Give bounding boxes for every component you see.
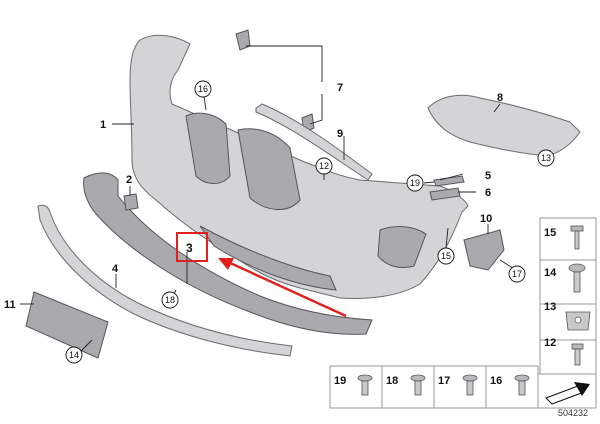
svg-text:12: 12: [319, 161, 329, 171]
trim-strip-part: [37, 204, 293, 357]
fastener-18-icon: [410, 374, 426, 396]
circled-callout-18: 18: [161, 291, 179, 309]
panel-label-13: 13: [544, 301, 556, 313]
circled-callout-16: 16: [194, 80, 212, 98]
panel-label-14: 14: [544, 267, 557, 279]
kidney-grille-right: [237, 128, 301, 210]
callout-6: 6: [485, 187, 491, 199]
svg-text:16: 16: [198, 84, 208, 94]
panel-label-15: 15: [544, 227, 556, 239]
callout-10: 10: [480, 213, 492, 225]
fastener-16-icon: [514, 374, 530, 396]
circled-callout-13: 13: [537, 149, 555, 167]
panel-label-18: 18: [386, 375, 398, 387]
carrier-part: [427, 94, 581, 157]
svg-text:18: 18: [165, 295, 175, 305]
circled-callout-15: 15: [437, 247, 455, 265]
panel-cell-19: [329, 365, 383, 409]
clip-2-part: [123, 193, 139, 211]
kidney-grille-left: [185, 112, 231, 184]
fastener-17-icon: [462, 374, 478, 396]
svg-text:19: 19: [410, 178, 420, 188]
panel-label-16: 16: [490, 375, 502, 387]
svg-text:14: 14: [69, 350, 79, 360]
screw-14-icon: [568, 263, 586, 293]
callout-7: 7: [337, 82, 343, 94]
view-arrow-icon: [545, 382, 590, 405]
circled-callout-14: 14: [65, 346, 83, 364]
red-arrow-shaft: [227, 260, 347, 318]
panel-cell-16: [485, 365, 539, 409]
callout-8: 8: [497, 92, 503, 104]
bracket-top-part: [235, 29, 251, 51]
callout-1: 1: [100, 119, 106, 131]
panel-cell-15: [539, 217, 597, 261]
callout-2: 2: [126, 174, 132, 186]
circled-callout-19: 19: [406, 174, 424, 192]
panel-label-12: 12: [544, 337, 556, 349]
callout-3: 3: [186, 241, 193, 255]
panel-cell-17: [433, 365, 487, 409]
callout-9: 9: [337, 128, 343, 140]
circled-callout-12: 12: [315, 157, 333, 175]
fastener-panel-bottom: 19 18 17 16: [329, 365, 597, 409]
svg-text:13: 13: [541, 153, 551, 163]
fastener-19-icon: [357, 374, 373, 396]
corner-vent: [377, 226, 427, 269]
callout-11: 11: [4, 299, 16, 311]
license-plate-holder-part: [25, 291, 109, 359]
fastener-panel-side: 15 14 13 12: [539, 217, 597, 375]
svg-text:17: 17: [512, 269, 522, 279]
panel-label-19: 19: [334, 375, 346, 387]
screw-15-icon: [570, 225, 584, 250]
red-arrow-head: [218, 258, 234, 270]
bracket-10-part: [463, 229, 505, 271]
nut-clip-13-icon: [565, 311, 591, 331]
rail-part: [255, 103, 373, 181]
panel-cell-12: [539, 339, 597, 375]
svg-text:15: 15: [441, 251, 451, 261]
diagram-id: 504232: [558, 408, 588, 418]
callout-4: 4: [112, 263, 119, 275]
highlight-box: [176, 232, 208, 262]
screw-12-icon: [571, 343, 584, 366]
callout-5: 5: [485, 170, 491, 182]
panel-cell-18: [381, 365, 435, 409]
clip-5-part: [433, 175, 465, 187]
panel-label-17: 17: [438, 375, 450, 387]
clip-6-part: [429, 187, 461, 201]
lower-intake: [199, 225, 337, 291]
circled-callout-17: 17: [508, 265, 526, 283]
